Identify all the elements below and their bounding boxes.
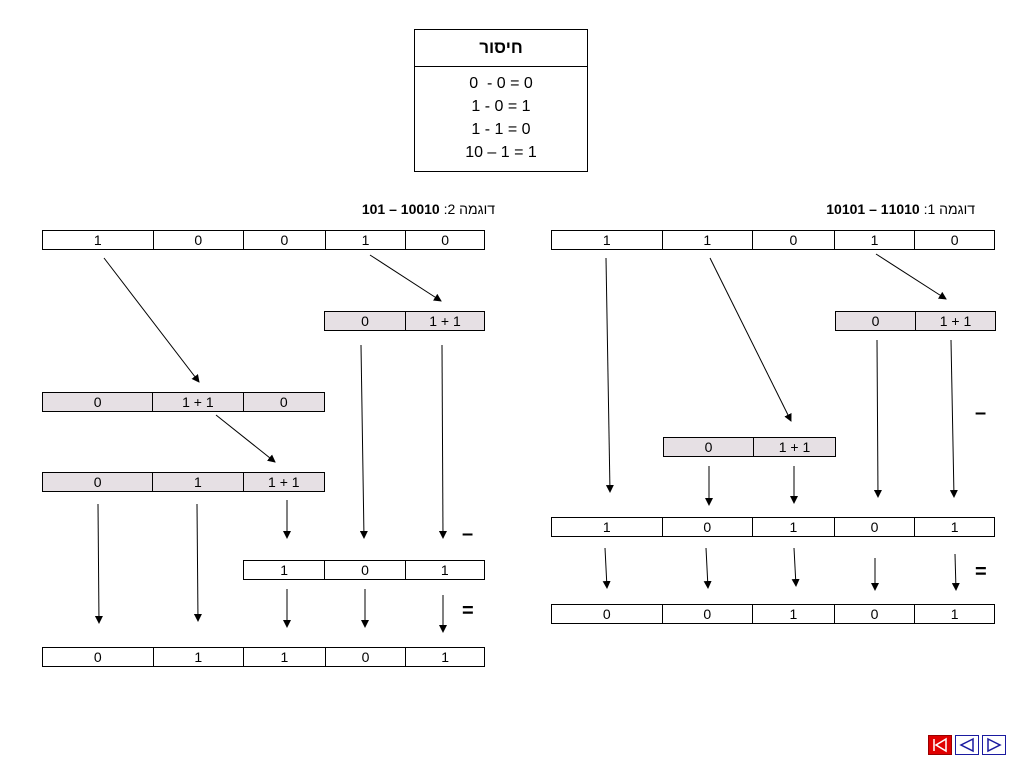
digit-cell: 0: [43, 648, 154, 666]
borrow-cell: 0: [664, 438, 754, 456]
arrow: [605, 257, 614, 493]
digit-cell: 1: [154, 648, 245, 666]
borrow-cell: 0: [43, 473, 154, 491]
first-slide-icon: [933, 737, 947, 753]
example1-result-row: 0 0 1 0 1: [551, 604, 995, 624]
arrow: [951, 553, 960, 591]
arrow: [949, 339, 958, 498]
digit-cell: 0: [326, 648, 407, 666]
digit-cell: 1: [753, 518, 835, 536]
next-slide-button[interactable]: [982, 735, 1006, 755]
arrow: [709, 257, 792, 422]
example1-minus-sign: –: [975, 402, 987, 424]
digit-cell: 0: [552, 605, 663, 623]
digit-cell: 0: [835, 518, 916, 536]
digit-cell: 0: [154, 231, 245, 249]
borrow-cell: 0: [279, 394, 288, 410]
digit-cell: 0: [835, 605, 916, 623]
next-slide-icon: [987, 737, 1002, 753]
first-slide-button[interactable]: [928, 735, 952, 755]
example1-borrow-row-a: 0 1 + 1: [835, 311, 996, 331]
digit-cell: 0: [441, 232, 450, 248]
digit-cell: 1: [244, 561, 326, 579]
example1-equals-sign: =: [975, 561, 987, 583]
digit-cell: 0: [325, 561, 406, 579]
example1-borrow-row-b: 0 1 + 1: [663, 437, 836, 457]
digit-cell: 0: [663, 605, 754, 623]
example2-result-row: 0 1 1 0 1: [42, 647, 485, 667]
example2-borrow-row-c: 0 1 1 + 1: [42, 472, 325, 492]
subtraction-rules-table: חיסור 0 - 0 = 0 1 - 0 = 1 1 - 1 = 0 10 –…: [414, 29, 588, 172]
example1-subtrahend-row: 1 0 1 0 1: [551, 517, 995, 537]
digit-cell: 1: [753, 605, 835, 623]
digit-cell: 1: [950, 519, 959, 535]
digit-cell: 1: [326, 231, 407, 249]
example2-minuend-row: 1 0 0 1 0: [42, 230, 485, 250]
slide-navigation: [928, 735, 1006, 755]
example1-title: דוגמה 1: 11010 – 10101: [826, 201, 975, 217]
rule-line: 0 - 0 = 0: [469, 75, 533, 92]
arrow: [602, 547, 611, 589]
borrow-cell: 1 + 1: [778, 439, 811, 455]
borrow-cell: 1 + 1: [268, 474, 300, 490]
rule-line: 1 - 0 = 1: [471, 98, 531, 115]
example2-subtrahend-row: 1 0 1: [243, 560, 485, 580]
borrow-cell: 1 + 1: [429, 313, 461, 329]
arrow: [875, 253, 947, 300]
arrow: [873, 339, 882, 498]
digit-cell: 1: [835, 231, 916, 249]
previous-slide-button[interactable]: [955, 735, 979, 755]
digit-cell: 1: [441, 649, 450, 665]
example1-minuend-row: 1 1 0 1 0: [551, 230, 995, 250]
rule-line: 1 - 1 = 0: [471, 121, 531, 138]
arrow: [94, 503, 103, 624]
borrow-cell: 0: [43, 393, 154, 411]
example2-borrow-row-b: 0 1 + 1 0: [42, 392, 325, 412]
rule-line: 10 – 1 = 1: [465, 144, 537, 161]
prev-slide-icon: [959, 737, 974, 753]
digit-cell: 1: [43, 231, 154, 249]
digit-cell: 1: [950, 606, 959, 622]
example2-borrow-row-a: 0 1 + 1: [324, 311, 485, 331]
arrow: [791, 547, 800, 587]
arrow: [703, 547, 712, 589]
example2-equals-sign: =: [462, 600, 474, 622]
example2-title: דוגמה 2: 10010 – 101: [362, 201, 495, 217]
arrow: [215, 414, 276, 463]
example1-label: דוגמה 1:: [919, 201, 975, 217]
digit-cell: 1: [440, 562, 449, 578]
borrow-cell: 0: [325, 312, 406, 330]
borrow-cell: 1 + 1: [939, 313, 972, 329]
arrow: [438, 344, 447, 539]
arrow: [369, 254, 442, 302]
digit-cell: 1: [244, 648, 326, 666]
arrow: [103, 257, 200, 383]
example2-expression: 10010 – 101: [361, 201, 440, 217]
digit-cell: 0: [950, 232, 959, 248]
arrow: [193, 503, 202, 622]
borrow-cell: 0: [836, 312, 916, 330]
digit-cell: 1: [663, 231, 754, 249]
example1-expression: 11010 – 10101: [826, 201, 920, 217]
digit-cell: 0: [663, 518, 754, 536]
borrow-cell: 1: [153, 473, 244, 491]
digit-cell: 1: [552, 231, 663, 249]
borrow-cell: 1 + 1: [153, 393, 244, 411]
example2-label: דוגמה 2:: [439, 201, 495, 217]
rules-title: חיסור: [415, 30, 587, 67]
digit-cell: 1: [552, 518, 663, 536]
digit-cell: 0: [753, 231, 835, 249]
example2-minus-sign: –: [462, 523, 474, 545]
arrow: [359, 344, 368, 539]
digit-cell: 0: [244, 231, 326, 249]
